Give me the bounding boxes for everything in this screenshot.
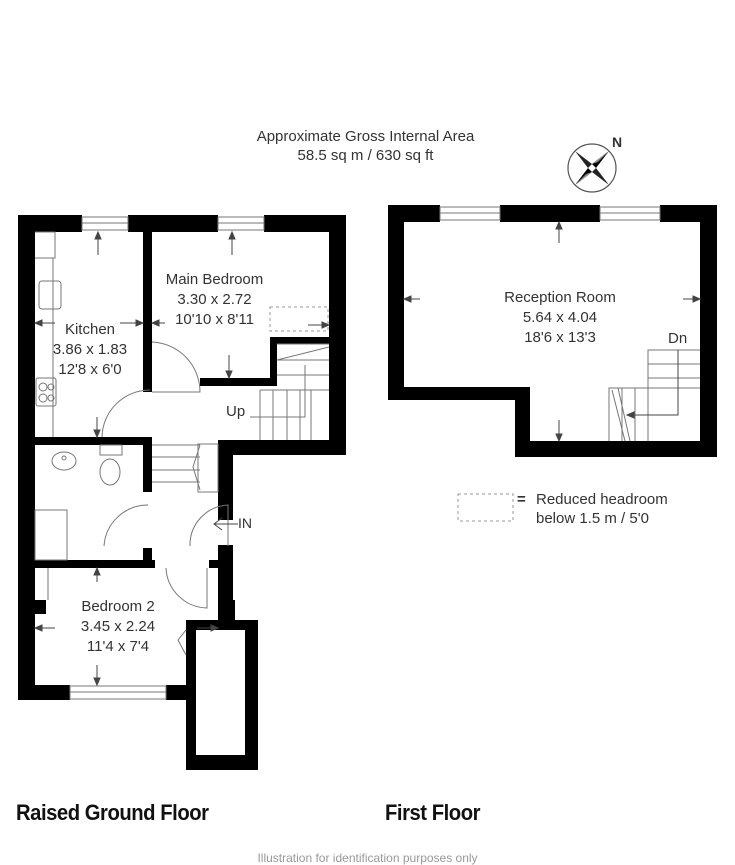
legend-equals: = (517, 491, 526, 508)
first-floor-plan (388, 205, 717, 457)
room-name: Reception Room (504, 289, 616, 306)
room-main-bedroom: Main Bedroom 3.30 x 2.72 10'10 x 8'11 (152, 270, 277, 330)
entrance-label: IN (238, 515, 252, 531)
room-imperial: 12'8 x 6'0 (58, 361, 122, 378)
north-compass-icon (567, 143, 617, 193)
legend-line1: Reduced headroom (536, 491, 668, 508)
room-name: Main Bedroom (165, 271, 264, 288)
stairs-down-label: Dn (668, 330, 688, 347)
compass-north-label: N (612, 134, 623, 150)
room-reception: Reception Room 5.64 x 4.04 18'6 x 13'3 (470, 288, 650, 348)
floor-name-first: First Floor (385, 800, 481, 825)
room-metric: 5.64 x 4.04 (522, 309, 598, 326)
floor-name-ground: Raised Ground Floor (16, 800, 209, 825)
ground-floor-plan (18, 215, 346, 770)
area-title-line1: Approximate Gross Internal Area (256, 128, 475, 145)
room-kitchen: Kitchen 3.86 x 1.83 12'8 x 6'0 (40, 320, 140, 380)
room-metric: 3.30 x 2.72 (177, 291, 252, 308)
legend-description: Reduced headroom below 1.5 m / 5'0 (536, 490, 668, 528)
stairs-up-label: Up (226, 403, 246, 420)
room-bedroom-2: Bedroom 2 3.45 x 2.24 11'4 x 7'4 (58, 597, 178, 657)
room-metric: 3.45 x 2.24 (80, 618, 156, 635)
room-imperial: 11'4 x 7'4 (86, 638, 150, 655)
room-name: Kitchen (64, 321, 116, 338)
reduced-headroom-legend-swatch (457, 493, 514, 522)
footnote: Illustration for identification purposes… (257, 851, 478, 865)
room-imperial: 18'6 x 13'3 (524, 329, 596, 346)
legend-line2: below 1.5 m / 5'0 (536, 510, 649, 527)
room-metric: 3.86 x 1.83 (52, 341, 128, 358)
gross-internal-area: Approximate Gross Internal Area 58.5 sq … (0, 127, 735, 165)
room-imperial: 10'10 x 8'11 (175, 311, 254, 328)
area-title-line2: 58.5 sq m / 630 sq ft (297, 147, 434, 164)
room-name: Bedroom 2 (81, 598, 155, 615)
